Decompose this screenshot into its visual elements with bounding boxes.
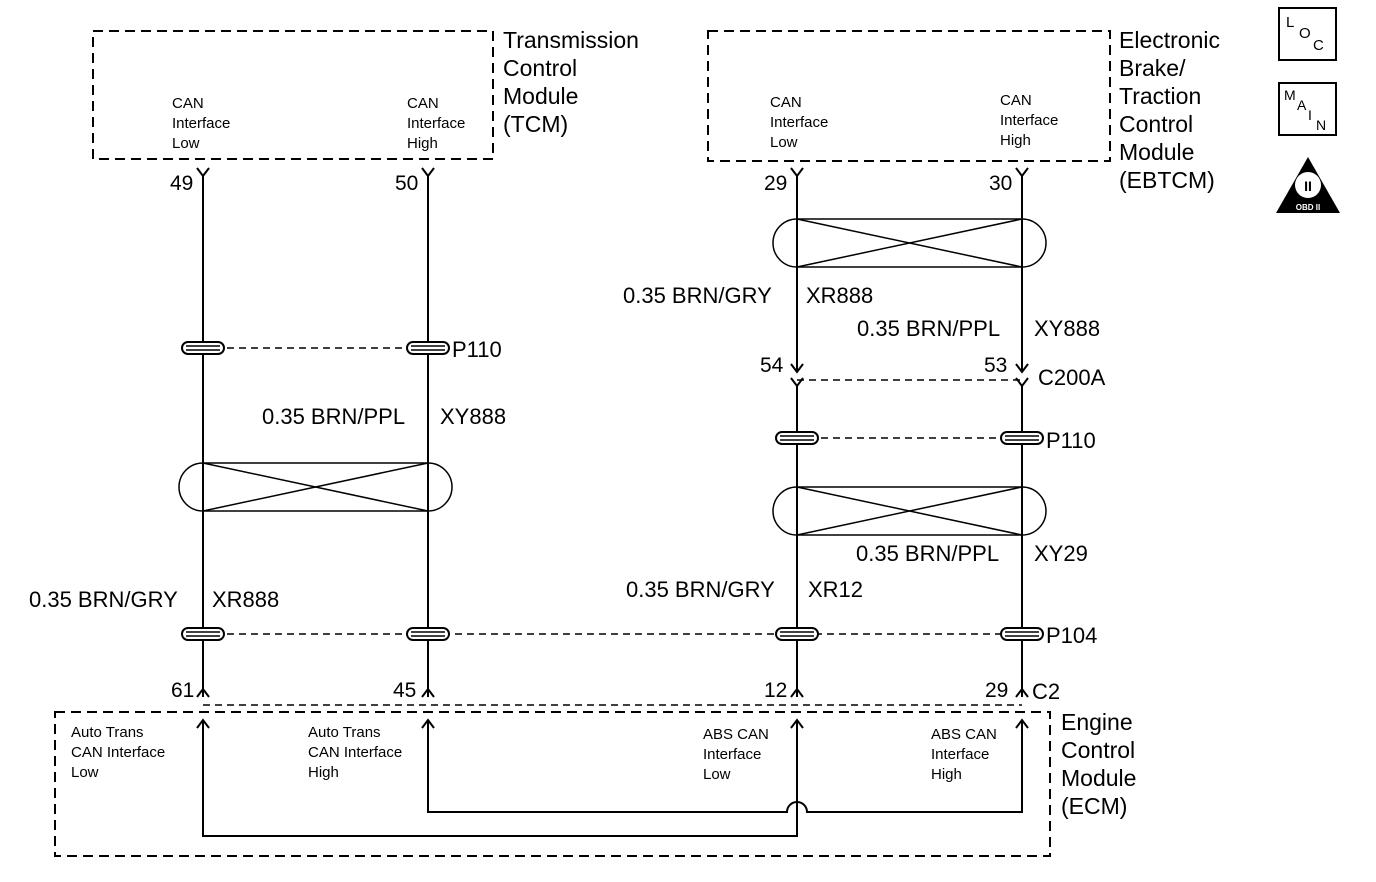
svg-text:XY888: XY888 — [440, 404, 506, 429]
svg-text:XY888: XY888 — [1034, 316, 1100, 341]
dashed-links — [203, 347, 1022, 706]
svg-text:M: M — [1284, 87, 1296, 103]
ebtcm-pin-29: 29 — [764, 172, 787, 195]
svg-text:0.35 BRN/GRY: 0.35 BRN/GRY — [626, 577, 775, 602]
wire-label-right-upper-ppl: 0.35 BRN/PPL XY888 — [857, 316, 1100, 341]
svg-text:0.35 BRN/GRY: 0.35 BRN/GRY — [623, 283, 772, 308]
ecm-pin-45: 45 — [393, 679, 416, 702]
tcm-pin-low-label: CAN Interface Low — [172, 95, 235, 152]
ecm-pin-29-label: ABS CAN Interface High — [931, 726, 1001, 783]
p110-right-label: P110 — [1046, 428, 1096, 453]
ecm-module: Engine Control Module (ECM) 61 45 12 29 … — [54, 679, 1143, 857]
svg-text:II: II — [1304, 178, 1312, 194]
twisted-pair-right-upper — [772, 218, 1047, 268]
wire-label-right-lower-gry: 0.35 BRN/GRY XR12 — [626, 577, 863, 602]
ecm-internal-wiring — [196, 718, 1029, 837]
ebtcm-pin-30: 30 — [989, 172, 1012, 195]
wire-label-left-gry: 0.35 BRN/GRY XR888 — [29, 587, 279, 612]
ebtcm-title: Electronic Brake/ Traction Control Modul… — [1119, 27, 1226, 193]
ecm-pin-12: 12 — [764, 679, 787, 702]
twisted-pair-left — [178, 462, 453, 512]
c200a-pin-53: 53 — [984, 354, 1007, 377]
ecm-connector-c2: C2 — [1032, 679, 1060, 704]
ecm-pin-61-label: Auto Trans CAN Interface Low — [71, 724, 169, 781]
connector-chevrons — [196, 167, 1029, 698]
svg-text:A: A — [1297, 97, 1307, 113]
svg-text:L: L — [1286, 14, 1294, 31]
svg-text:XY29: XY29 — [1034, 541, 1088, 566]
svg-text:0.35 BRN/PPL: 0.35 BRN/PPL — [262, 404, 405, 429]
svg-text:O: O — [1299, 25, 1311, 42]
svg-text:XR12: XR12 — [808, 577, 863, 602]
p104-label: P104 — [1046, 623, 1097, 648]
loc-icon: L O C — [1278, 7, 1337, 61]
svg-text:0.35 BRN/PPL: 0.35 BRN/PPL — [856, 541, 999, 566]
obd-ii-icon: II OBD II — [1276, 157, 1340, 213]
wire-label-right-upper-gry: 0.35 BRN/GRY XR888 — [623, 283, 873, 308]
tcm-pin-50: 50 — [395, 172, 418, 195]
main-icon: M A I N — [1278, 82, 1337, 136]
ebtcm-pin-high-label: CAN Interface High — [1000, 92, 1063, 149]
tcm-title: Transmission Control Module (TCM) — [503, 27, 645, 137]
ecm-pin-29: 29 — [985, 679, 1008, 702]
svg-text:I: I — [1308, 107, 1312, 123]
ecm-pin-12-label: ABS CAN Interface Low — [703, 726, 773, 783]
ecm-pin-61: 61 — [171, 679, 194, 702]
wire-label-right-lower-ppl: 0.35 BRN/PPL XY29 — [856, 541, 1088, 566]
ebtcm-pin-low-label: CAN Interface Low — [770, 94, 833, 151]
svg-text:XR888: XR888 — [806, 283, 873, 308]
ecm-box — [54, 711, 1051, 857]
wires — [202, 176, 1023, 697]
twisted-pair-right-lower — [772, 486, 1047, 536]
svg-text:0.35 BRN/PPL: 0.35 BRN/PPL — [857, 316, 1000, 341]
ebtcm-module: Electronic Brake/ Traction Control Modul… — [707, 27, 1226, 195]
ecm-pin-45-label: Auto Trans CAN Interface High — [308, 724, 406, 781]
svg-text:C: C — [1313, 37, 1324, 54]
tcm-module: Transmission Control Module (TCM) CAN In… — [92, 27, 645, 195]
ebtcm-box — [707, 30, 1111, 162]
p110-left-label: P110 — [452, 337, 502, 362]
c200a-label: C200A — [1038, 365, 1106, 390]
svg-text:OBD II: OBD II — [1296, 203, 1320, 212]
svg-text:0.35 BRN/GRY: 0.35 BRN/GRY — [29, 587, 178, 612]
ecm-title: Engine Control Module (ECM) — [1061, 709, 1143, 819]
tcm-pin-high-label: CAN Interface High — [407, 95, 470, 152]
svg-text:XR888: XR888 — [212, 587, 279, 612]
tcm-pin-49: 49 — [170, 172, 193, 195]
svg-text:N: N — [1316, 117, 1326, 133]
tcm-box — [92, 30, 494, 160]
wire-label-left-ppl: 0.35 BRN/PPL XY888 — [262, 404, 506, 429]
c200a-pin-54: 54 — [760, 354, 784, 377]
